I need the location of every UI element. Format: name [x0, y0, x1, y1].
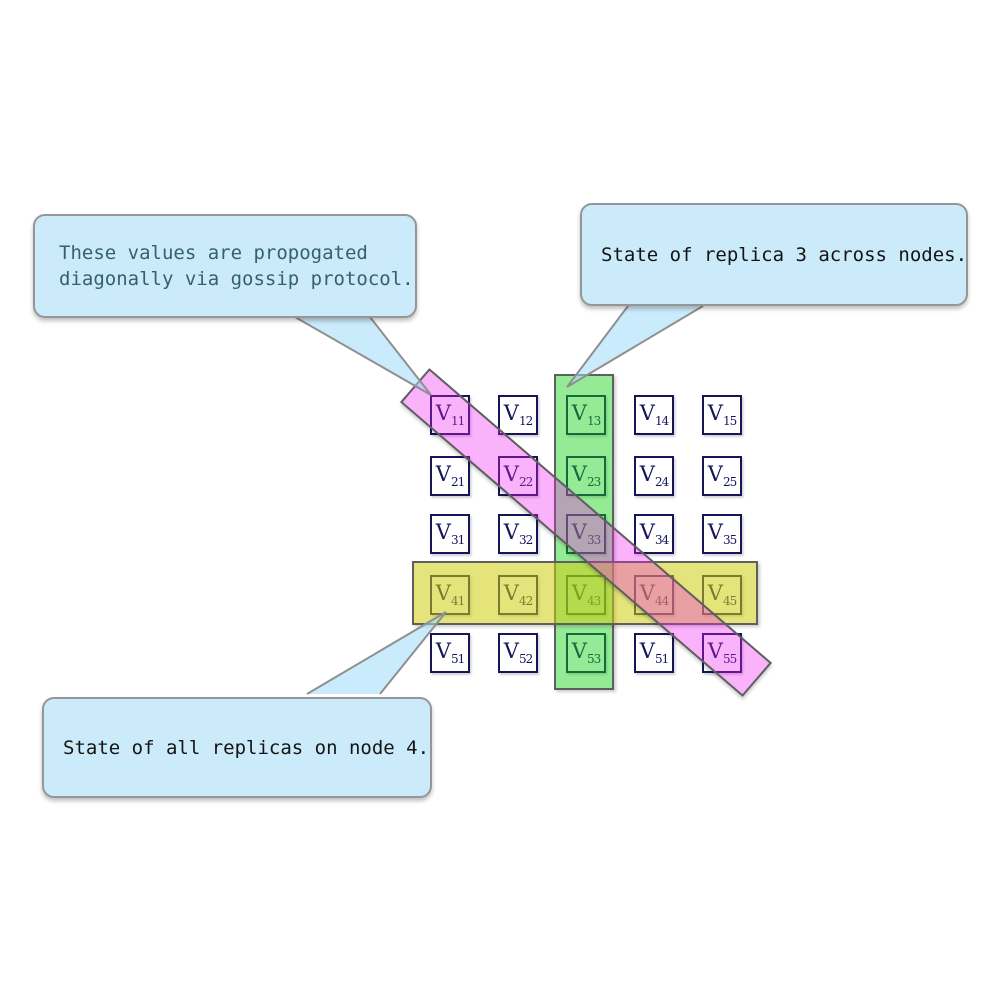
cell-label: V21: [435, 462, 465, 489]
matrix-cell: V13: [566, 395, 606, 435]
replica3-callout-text: State of replica 3 across nodes.: [601, 243, 968, 266]
gossip-callout: These values are propogated diagonally v…: [33, 214, 417, 318]
node4-callout: State of all replicas on node 4.: [42, 697, 432, 798]
replica3-callout: State of replica 3 across nodes.: [580, 203, 968, 306]
matrix-cell: V51: [430, 633, 470, 673]
matrix-cell: V25: [702, 456, 742, 496]
matrix-cell: V11: [430, 395, 470, 435]
matrix-cell: V14: [634, 395, 674, 435]
matrix-cell: V33: [566, 514, 606, 554]
matrix-cell: V21: [430, 456, 470, 496]
cell-label: V13: [571, 401, 601, 428]
matrix-cell: V32: [498, 514, 538, 554]
matrix-cell: V12: [498, 395, 538, 435]
cell-label: V52: [503, 639, 533, 666]
cell-label: V51: [639, 639, 669, 666]
matrix-cell: V34: [634, 514, 674, 554]
cell-label: V23: [571, 462, 601, 489]
cell-label: V15: [707, 401, 737, 428]
cell-label: V25: [707, 462, 737, 489]
cell-label: V22: [503, 462, 533, 489]
node4-row-highlight: [412, 561, 758, 625]
matrix-cell: V52: [498, 633, 538, 673]
cell-label: V12: [503, 401, 533, 428]
replica3-column-highlight: [554, 374, 614, 690]
cell-label: V35: [707, 520, 737, 547]
matrix-cell: V31: [430, 514, 470, 554]
matrix-cell: V22: [498, 456, 538, 496]
matrix-cell: V53: [566, 633, 606, 673]
cell-label: V32: [503, 520, 533, 547]
cell-label: V53: [571, 639, 601, 666]
cell-label: V33: [571, 520, 601, 547]
gossip-callout-line1: These values are propogated: [59, 242, 368, 264]
cell-label: V14: [639, 401, 669, 428]
cell-label: V34: [639, 520, 669, 547]
matrix-cell: V51: [634, 633, 674, 673]
cell-label: V51: [435, 639, 465, 666]
node4-callout-text: State of all replicas on node 4.: [63, 736, 430, 759]
matrix-cell: V23: [566, 456, 606, 496]
matrix-cell: V24: [634, 456, 674, 496]
gossip-callout-line2: diagonally via gossip protocol.: [59, 268, 414, 290]
cell-label: V24: [639, 462, 669, 489]
cell-label: V55: [707, 639, 737, 666]
matrix-cell: V55: [702, 633, 742, 673]
matrix-cell: V35: [702, 514, 742, 554]
matrix-cell: V15: [702, 395, 742, 435]
cell-label: V31: [435, 520, 465, 547]
cell-label: V11: [435, 401, 465, 428]
